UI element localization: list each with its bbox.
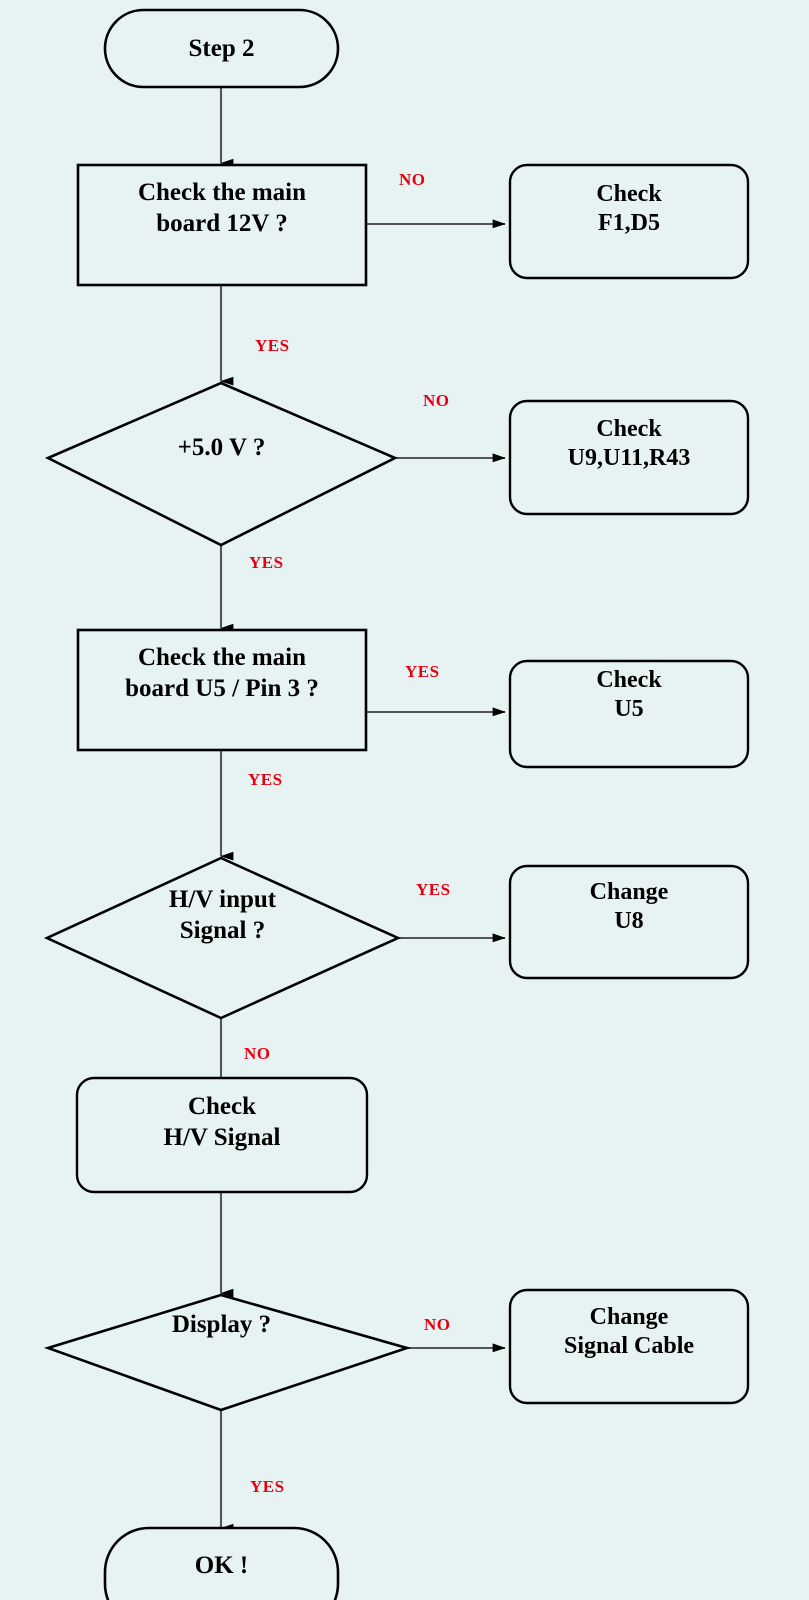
node-display[interactable] xyxy=(43,1293,412,1412)
edge-label-hvinput-yes: YES xyxy=(416,880,451,899)
node-check12v[interactable] xyxy=(76,163,368,287)
edge-label-checku5pin3-yes-r: YES xyxy=(405,662,440,681)
node-changecable[interactable] xyxy=(508,1288,750,1405)
node-layer xyxy=(43,8,750,1600)
node-v50[interactable] xyxy=(44,381,399,547)
node-start[interactable] xyxy=(103,8,340,89)
node-checkf1d5[interactable] xyxy=(508,163,750,280)
node-checku5pin3[interactable] xyxy=(76,628,368,752)
node-changeu8[interactable] xyxy=(508,864,750,980)
edge-label-check12v-no: NO xyxy=(399,170,426,189)
edge-label-display-yes: YES xyxy=(250,1477,285,1496)
node-checku5[interactable] xyxy=(508,659,750,769)
edge-label-checku5pin3-yes-d: YES xyxy=(248,770,283,789)
edge-label-check12v-yes: YES xyxy=(255,336,290,355)
edge-label-display-no: NO xyxy=(424,1315,451,1334)
edge-label-v50-no: NO xyxy=(423,391,450,410)
node-hvinput[interactable] xyxy=(43,856,402,1020)
edge-label-hvinput-no: NO xyxy=(244,1044,271,1063)
edge-label-v50-yes: YES xyxy=(249,553,284,572)
node-ok[interactable] xyxy=(103,1526,340,1600)
node-checkhv[interactable] xyxy=(75,1076,369,1194)
node-checku9[interactable] xyxy=(508,399,750,516)
connector-layer xyxy=(219,87,506,1533)
